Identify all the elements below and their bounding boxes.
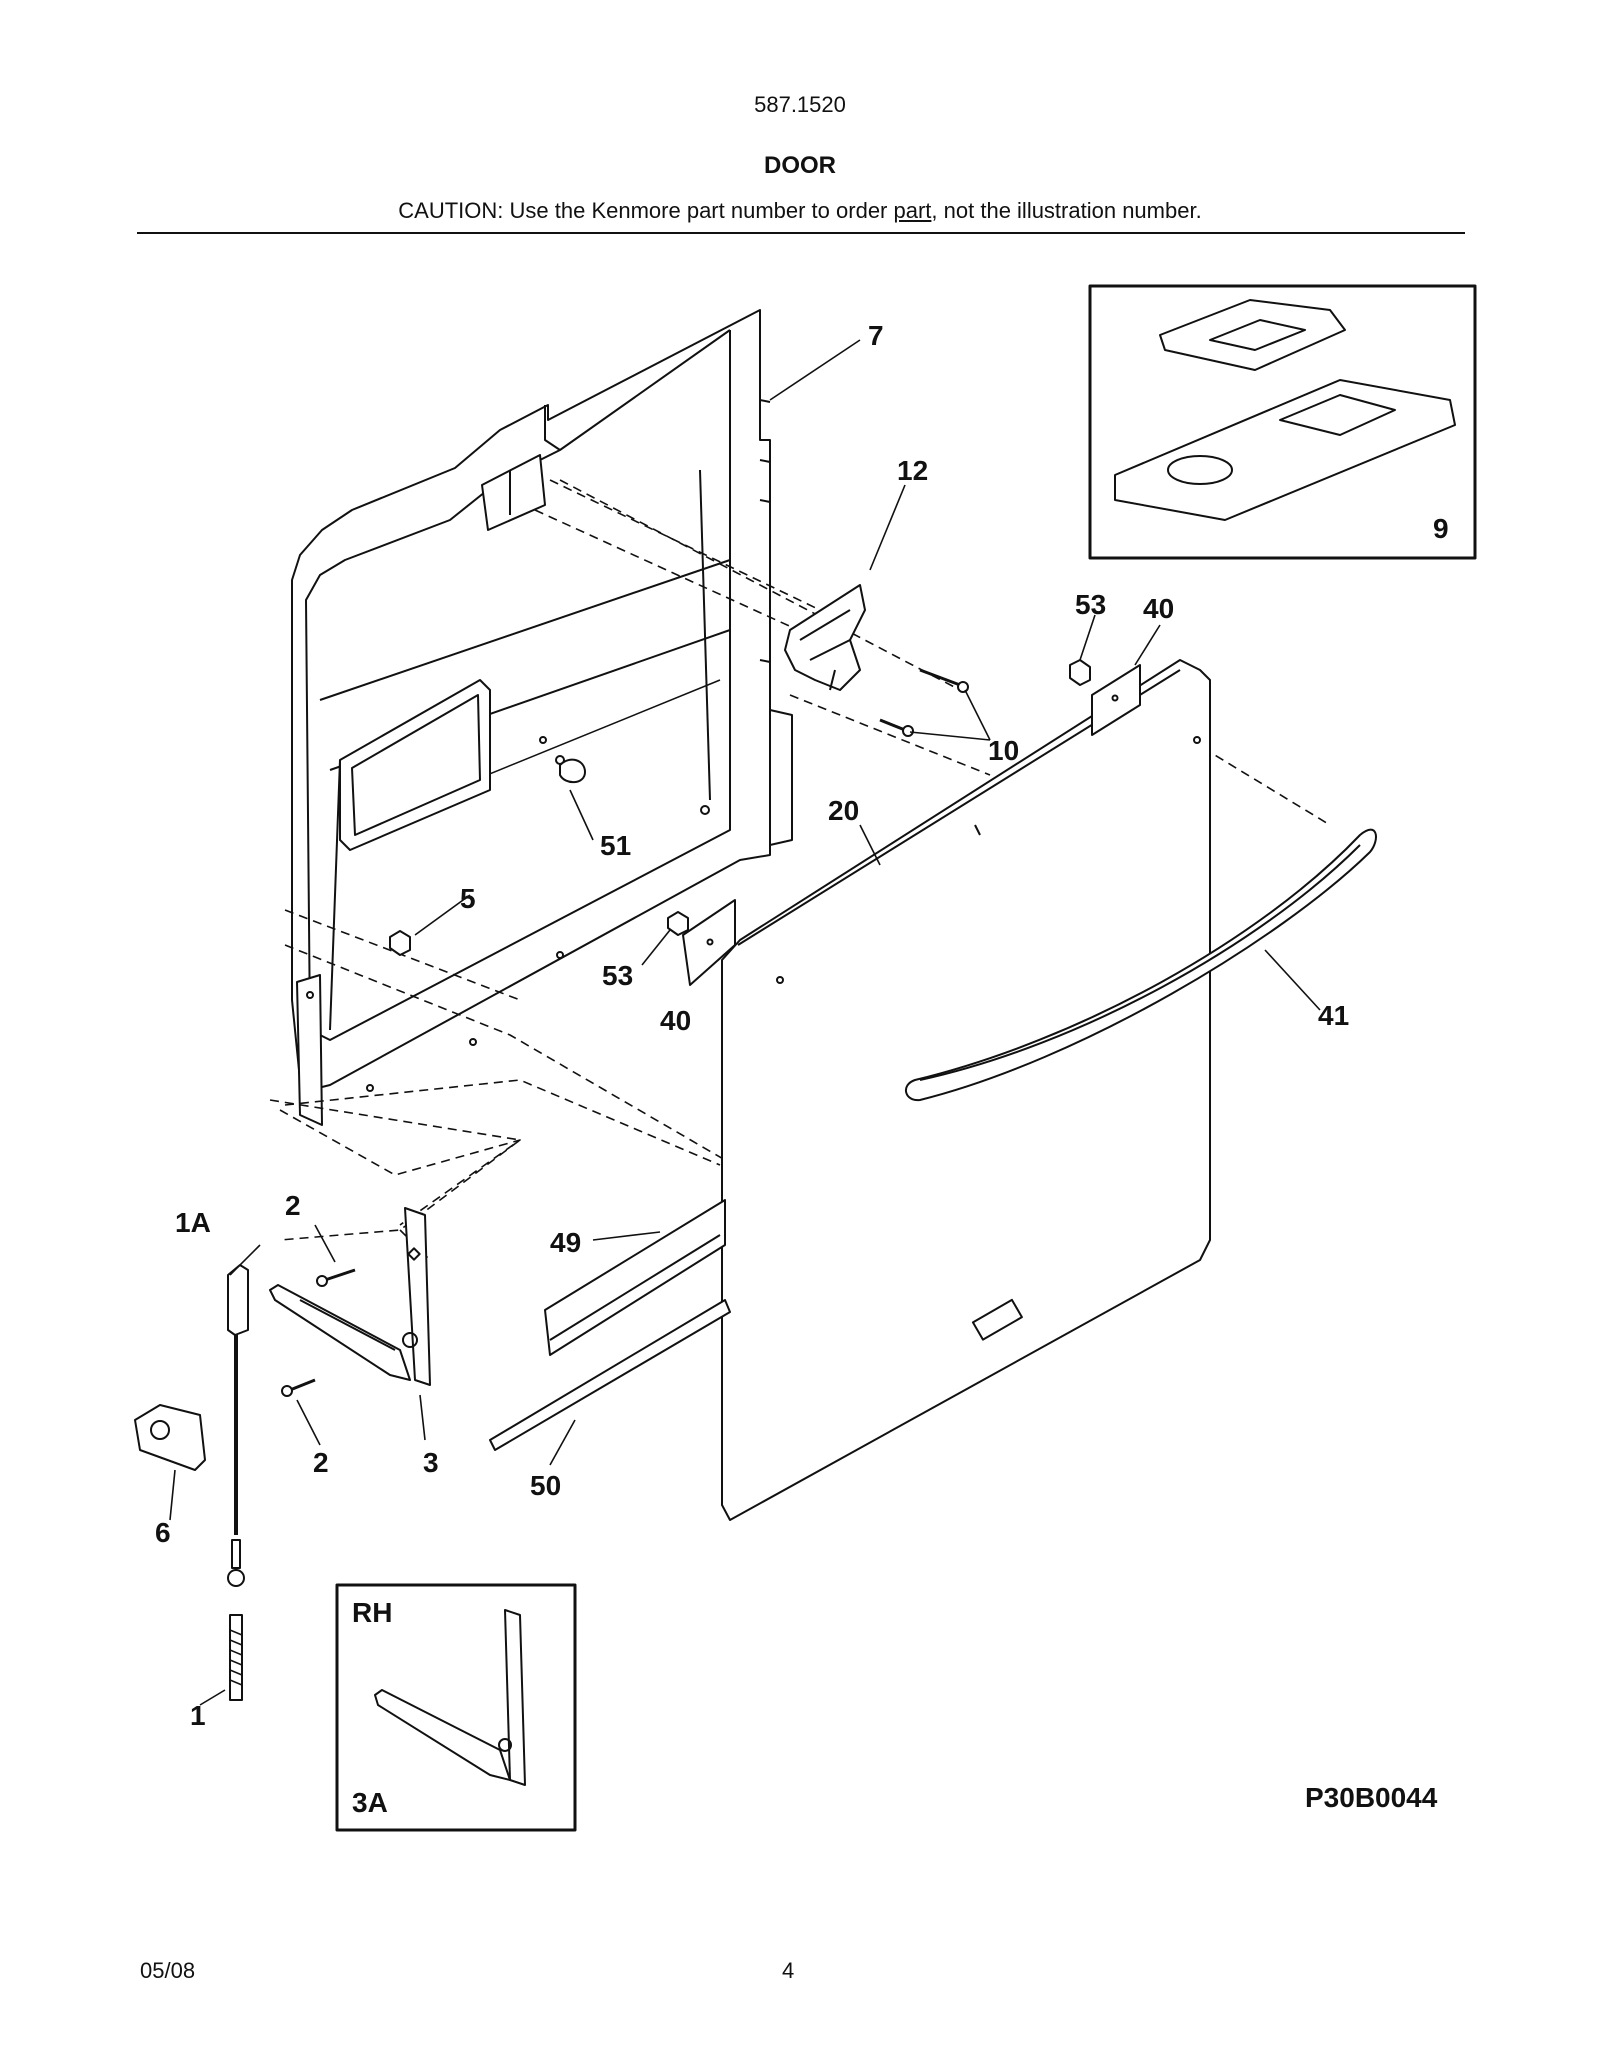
callout-5: 5 bbox=[460, 883, 476, 914]
door-strips bbox=[489, 1199, 731, 1451]
diagram-code: P30B0044 bbox=[1305, 1782, 1438, 1813]
hinge-brackets bbox=[682, 664, 1141, 986]
inset-rh-heading: RH bbox=[352, 1597, 392, 1628]
revision-date: 05/08 bbox=[140, 1958, 196, 1983]
section-title: DOOR bbox=[764, 152, 836, 179]
header-rule bbox=[137, 232, 1465, 234]
caution-suffix: , not the illustration number. bbox=[931, 198, 1202, 223]
callout-2-top: 2 bbox=[285, 1190, 301, 1221]
model-number: 587.1520 bbox=[754, 92, 846, 117]
callout-49: 49 bbox=[550, 1227, 581, 1258]
inset-rh-part: 3A bbox=[352, 1787, 388, 1818]
dispenser-inset bbox=[1088, 284, 1477, 560]
rh-inset bbox=[335, 1583, 577, 1832]
callout-12: 12 bbox=[897, 455, 928, 486]
callout-40-mid: 40 bbox=[660, 1005, 691, 1036]
callout-3: 3 bbox=[423, 1447, 439, 1478]
callout-leaders bbox=[169, 339, 1321, 1706]
caution-prefix: CAUTION: Use the Kenmore part number to … bbox=[398, 198, 894, 223]
caution-underlined: part bbox=[893, 198, 932, 223]
callout-53-top: 53 bbox=[1075, 589, 1106, 620]
callout-1: 1 bbox=[190, 1700, 206, 1731]
door-handle bbox=[905, 828, 1377, 1102]
door-spring bbox=[229, 1614, 243, 1701]
nuts bbox=[389, 659, 1091, 956]
callout-40-top: 40 bbox=[1143, 593, 1174, 624]
callout-51: 51 bbox=[600, 830, 631, 861]
callout-20: 20 bbox=[828, 795, 859, 826]
door-latch bbox=[784, 584, 866, 691]
hinge-screws bbox=[281, 1268, 356, 1397]
outer-door-panel bbox=[721, 659, 1211, 1521]
callout-7: 7 bbox=[868, 320, 884, 351]
callout-1A: 1A bbox=[175, 1207, 211, 1238]
inner-door-panel bbox=[291, 309, 793, 1126]
caution-note: CAUTION: Use the Kenmore part number to … bbox=[0, 198, 1600, 224]
callout-9: 9 bbox=[1433, 513, 1449, 544]
callout-53-mid: 53 bbox=[602, 960, 633, 991]
page-number: 4 bbox=[782, 1958, 795, 1983]
latch-screws bbox=[879, 668, 969, 737]
door-cable bbox=[227, 1264, 249, 1587]
callout-41: 41 bbox=[1318, 1000, 1349, 1031]
callout-2-bottom: 2 bbox=[313, 1447, 329, 1478]
callout-6: 6 bbox=[155, 1517, 171, 1548]
cable-clamp bbox=[134, 1404, 206, 1471]
callout-50: 50 bbox=[530, 1470, 561, 1501]
clip bbox=[539, 736, 586, 784]
callout-10: 10 bbox=[988, 735, 1019, 766]
hinge-arm bbox=[269, 1207, 431, 1386]
